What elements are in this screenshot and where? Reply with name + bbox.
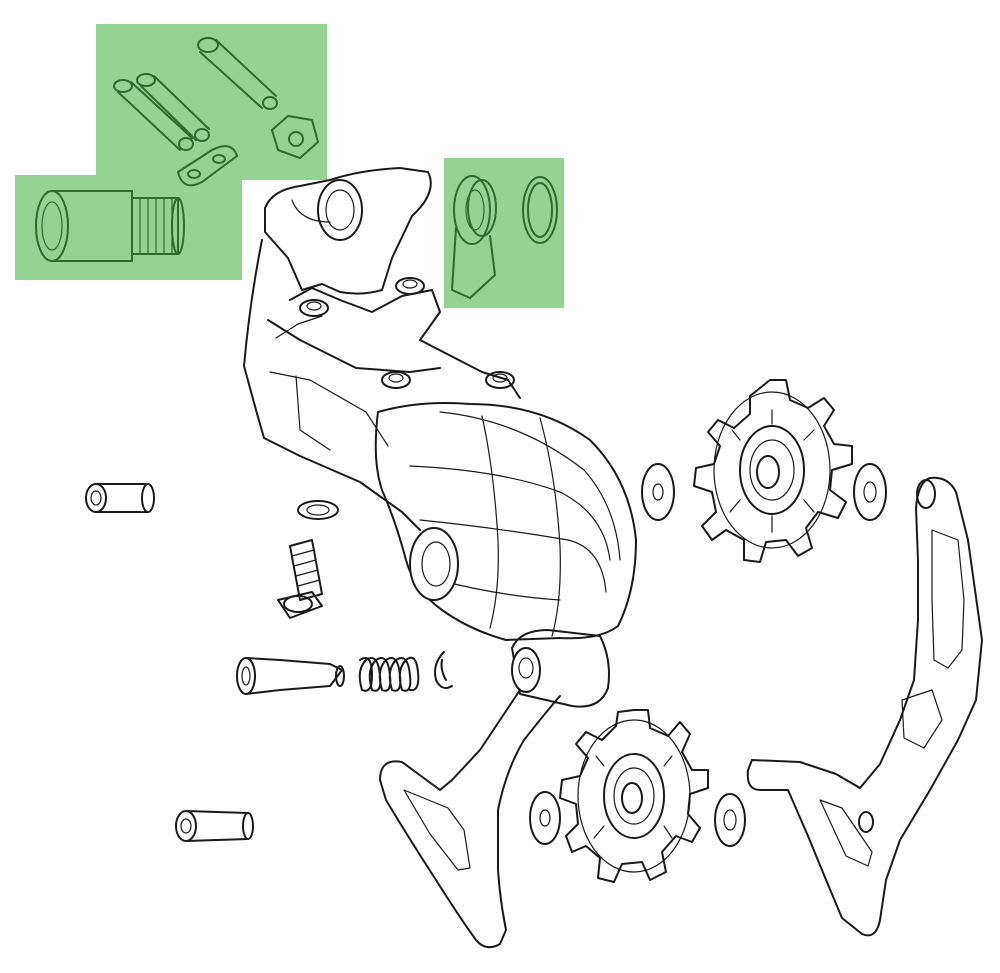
- highlight-zone-clip-kit: [444, 158, 564, 308]
- derailleur-body: [243, 167, 637, 949]
- upper-pulley-washer-left: [641, 463, 675, 521]
- cage-bolt-lower: [175, 810, 254, 842]
- highlight-zone-bolt-kit: [15, 24, 327, 280]
- cable-pinch-bolt: [277, 539, 323, 619]
- cable-clamp-plate: [177, 145, 238, 187]
- outer-cage-plate: [746, 476, 983, 937]
- b-tension-clip: [451, 175, 497, 299]
- b-tension-o-ring: [522, 176, 558, 244]
- lower-pulley-wheel: [559, 709, 709, 883]
- cage-return-spring: [358, 656, 420, 692]
- cable-anchor-pins: [113, 37, 278, 151]
- limit-screw-clip: [297, 500, 339, 520]
- cage-e-clip: [434, 651, 453, 689]
- cable-anchor-nut: [271, 115, 319, 159]
- cage-bolt-upper: [85, 483, 155, 513]
- upper-pulley-wheel: [693, 379, 853, 563]
- lower-pulley-washer-right: [714, 793, 746, 847]
- b-bolt: [35, 190, 185, 262]
- upper-pulley-washer-right: [853, 463, 887, 521]
- lower-pulley-washer-left: [529, 791, 561, 845]
- cage-pivot-axle: [236, 657, 345, 695]
